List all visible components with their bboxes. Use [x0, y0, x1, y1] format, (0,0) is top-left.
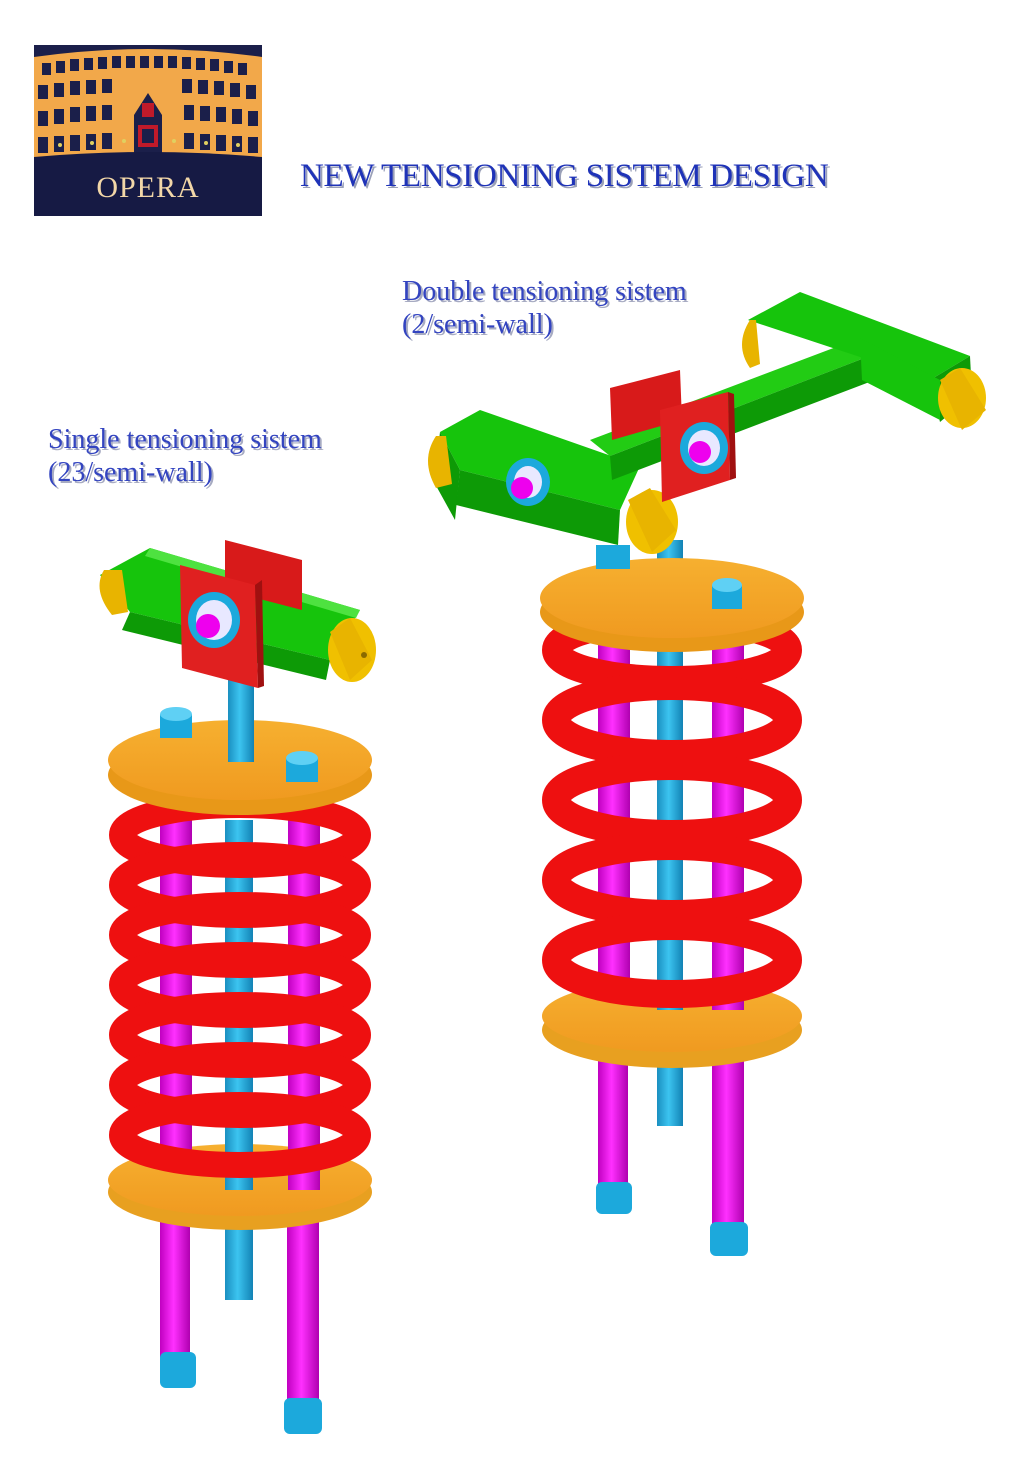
double-label-line1: Double tensioning sistem [402, 276, 687, 307]
single-tensioning-system [99, 540, 376, 1434]
single-label-line1: Single tensioning sistem [48, 424, 322, 455]
double-system-label: Double tensioning sistem (2/semi-wall) [402, 275, 687, 341]
single-system-label: Single tensioning sistem (23/semi-wall) [48, 423, 322, 489]
double-tensioning-system [428, 292, 986, 1256]
opera-logo: OPERA [34, 45, 262, 216]
logo-text: OPERA [96, 171, 199, 204]
page-title: NEW TENSIONING SISTEM DESIGN [300, 158, 829, 194]
double-label-line2: (2/semi-wall) [402, 309, 553, 340]
single-label-line2: (23/semi-wall) [48, 457, 213, 488]
